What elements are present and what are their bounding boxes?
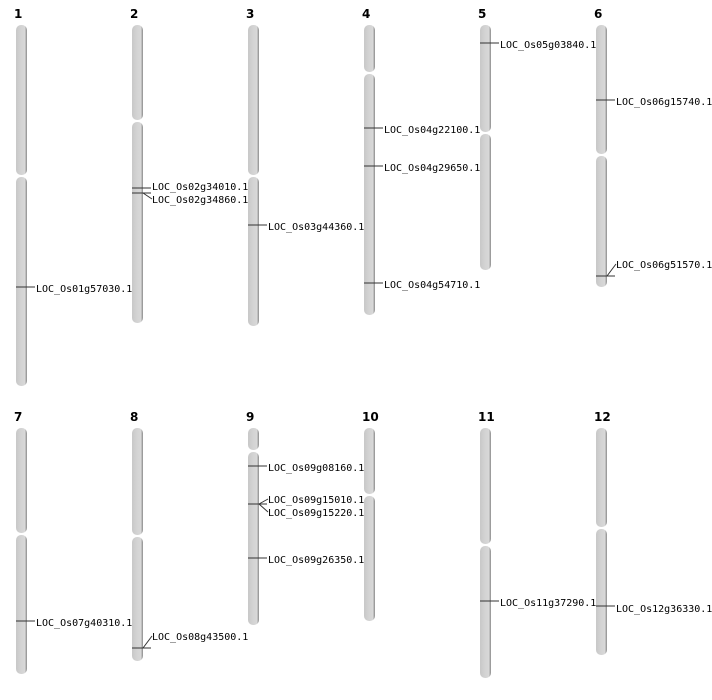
label-connector [142, 192, 153, 200]
chromosome-long-arm [248, 452, 259, 625]
chromosome-number: 1 [14, 7, 22, 21]
chromosome-long-arm [16, 177, 27, 386]
chromosome-long-arm [480, 546, 491, 678]
gene-label: LOC_Os11g37290.1 [500, 598, 596, 609]
gene-label: LOC_Os06g51570.1 [616, 260, 712, 271]
chromosome-number: 4 [362, 7, 370, 21]
chromosome-short-arm [596, 428, 607, 527]
gene-label: LOC_Os04g22100.1 [384, 125, 480, 136]
chromosome-long-arm [248, 177, 259, 326]
gene-label: LOC_Os07g40310.1 [36, 618, 132, 629]
chromosome-short-arm [16, 25, 27, 175]
gene-label: LOC_Os02g34010.1 [152, 182, 248, 193]
chromosome-long-arm [596, 156, 607, 287]
chromosome-short-arm [16, 428, 27, 533]
chromosome-short-arm [248, 25, 259, 175]
gene-label: LOC_Os04g29650.1 [384, 163, 480, 174]
chromosome-long-arm [364, 496, 375, 621]
chromosome-short-arm [480, 428, 491, 544]
gene-label: LOC_Os01g57030.1 [36, 284, 132, 295]
chromosome-number: 11 [478, 410, 495, 424]
label-connector [142, 635, 153, 649]
chromosome-short-arm [248, 428, 259, 450]
chromosome-long-arm [16, 535, 27, 674]
gene-label: LOC_Os03g44360.1 [268, 222, 364, 233]
chromosome-long-arm [596, 529, 607, 655]
chromosome-number: 8 [130, 410, 138, 424]
chromosome-number: 9 [246, 410, 254, 424]
chromosome-short-arm [480, 25, 491, 132]
chromosome-4: 4LOC_Os04g22100.1LOC_Os04g29650.1LOC_Os0… [362, 7, 480, 315]
chromosome-number: 3 [246, 7, 254, 21]
chromosome-long-arm [364, 74, 375, 315]
chromosome-10: 10 [362, 410, 379, 621]
gene-label: LOC_Os09g15010.1 [268, 495, 364, 506]
chromosome-number: 5 [478, 7, 486, 21]
chromosome-long-arm [480, 134, 491, 270]
chromosome-long-arm [132, 122, 143, 323]
chromosome-short-arm [132, 428, 143, 535]
chromosome-number: 2 [130, 7, 138, 21]
gene-label: LOC_Os05g03840.1 [500, 40, 596, 51]
label-connector [258, 498, 269, 505]
gene-label: LOC_Os04g54710.1 [384, 280, 480, 291]
chromosome-short-arm [364, 428, 375, 494]
chromosome-number: 10 [362, 410, 379, 424]
gene-label: LOC_Os09g08160.1 [268, 463, 364, 474]
chromosome-number: 7 [14, 410, 22, 424]
gene-label: LOC_Os08g43500.1 [152, 632, 248, 643]
gene-label: LOC_Os09g15220.1 [268, 508, 364, 519]
chromosome-number: 6 [594, 7, 602, 21]
gene-label: LOC_Os06g15740.1 [616, 97, 712, 108]
gene-label: LOC_Os12g36330.1 [616, 604, 712, 615]
label-connector [606, 263, 617, 277]
chromosome-short-arm [132, 25, 143, 120]
chromosome-9: 9LOC_Os09g08160.1LOC_Os09g15010.1LOC_Os0… [246, 410, 364, 625]
gene-label: LOC_Os02g34860.1 [152, 195, 248, 206]
chromosome-number: 12 [594, 410, 611, 424]
chromosome-short-arm [596, 25, 607, 154]
label-connector [258, 503, 269, 513]
gene-label: LOC_Os09g26350.1 [268, 555, 364, 566]
chromosome-short-arm [364, 25, 375, 72]
chromosome-long-arm [132, 537, 143, 661]
